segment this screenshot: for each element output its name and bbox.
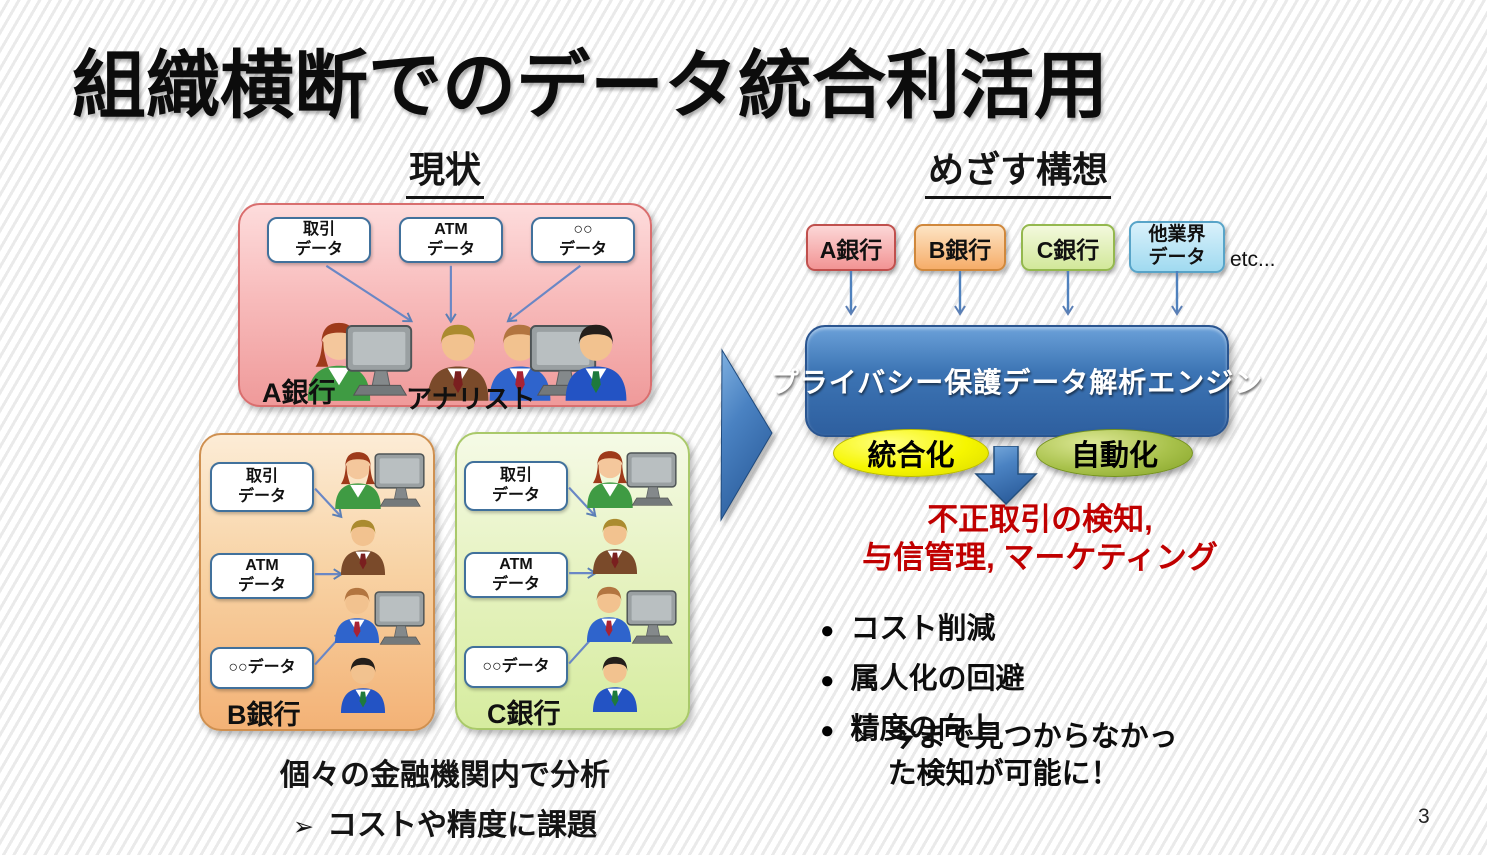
engine-label: プライバシー保護データ解析エンジン: [770, 367, 1264, 398]
monitor-icon: [626, 452, 677, 507]
data-source-box: ATM データ: [399, 217, 503, 263]
outcome-text: 不正取引の検知, 与信管理, マーケティング: [825, 501, 1255, 577]
data-source-box: ATM データ: [464, 552, 568, 598]
analyst-label: アナリスト: [406, 384, 536, 414]
analyst-icon: [340, 519, 386, 575]
etc-label: etc...: [1230, 248, 1276, 271]
bullet-icon: ●: [820, 667, 835, 694]
monitor-icon: [626, 590, 677, 645]
bank-c-panel: 取引 データ ATM データ ○○データ C銀行: [455, 432, 690, 730]
arrow-bullet-icon: ➢: [853, 721, 876, 751]
bank-a-label: A銀行: [262, 378, 336, 408]
data-source-box: ○○データ: [464, 646, 568, 688]
bank-c-label: C銀行: [487, 699, 561, 729]
input-other-industry: 他業界 データ: [1129, 221, 1225, 273]
caption-line: 個々の金融機関内で分析: [280, 759, 610, 792]
analyst-icon: [586, 586, 632, 642]
engine-box: プライバシー保護データ解析エンジン: [771, 325, 1262, 437]
bank-b-label: B銀行: [227, 700, 301, 730]
sub-benefit: ➢ 今まで見つからなかっ た検知が可能に！: [853, 721, 1178, 790]
analyst-icon: [587, 451, 633, 508]
input-bank-c: C銀行: [1021, 224, 1115, 271]
data-source-box: 取引 データ: [210, 462, 314, 512]
current-state-caption: 個々の金融機関内で分析 ➢ コストや精度に課題: [230, 750, 660, 844]
data-source-box: ATM データ: [210, 553, 314, 599]
down-arrow-icon: [974, 446, 1038, 506]
monitor-icon: [374, 591, 425, 646]
analyst-icon: [592, 656, 638, 712]
bullet-icon: ●: [820, 617, 835, 644]
benefit-item: ● コスト削減: [820, 613, 996, 645]
benefit-item: ● 属人化の回避: [820, 663, 1025, 695]
input-bank-b: B銀行: [914, 224, 1006, 271]
benefit-item: ● 精度の向上: [820, 713, 996, 745]
monitor-icon: [374, 453, 425, 508]
analyst-icon: [334, 587, 380, 643]
current-state-heading: 現状: [238, 141, 652, 199]
input-bank-a: A銀行: [806, 224, 896, 271]
data-source-box: ○○データ: [210, 647, 314, 689]
analyst-group: [334, 452, 425, 713]
badge-automation: 自動化: [1036, 429, 1193, 477]
outcome-line: 不正取引の検知,: [927, 502, 1153, 537]
badge-integration: 統合化: [833, 429, 989, 477]
bullet-icon: ●: [820, 717, 835, 744]
analyst-icon: [335, 452, 381, 509]
transformation-arrow-icon: [720, 348, 773, 522]
input-connector-arrows: [845, 271, 1183, 316]
caption-line: ➢ コストや精度に課題: [293, 809, 597, 842]
data-source-box: ○○ データ: [531, 217, 635, 263]
analyst-icon: [592, 518, 638, 574]
data-source-box: 取引 データ: [464, 461, 568, 511]
target-heading: めざす構想: [818, 141, 1218, 199]
benefits-list: ● コスト削減 ● 属人化の回避 ● 精度の向上: [820, 605, 1025, 755]
bank-a-panel: 取引 データ ATM データ ○○ データ A銀行 アナリスト: [238, 203, 652, 414]
bank-b-panel: 取引 データ ATM データ ○○データ B銀行: [199, 433, 435, 731]
page-number: 3: [1418, 805, 1430, 828]
analyst-group: [586, 451, 677, 712]
data-source-box: 取引 データ: [267, 217, 371, 263]
outcome-line: 与信管理, マーケティング: [862, 540, 1218, 575]
analyst-icon: [340, 657, 386, 713]
slide-title: 組織横断でのデータ統合利活用: [72, 44, 1108, 127]
arrow-bullet-icon: ➢: [293, 813, 314, 841]
